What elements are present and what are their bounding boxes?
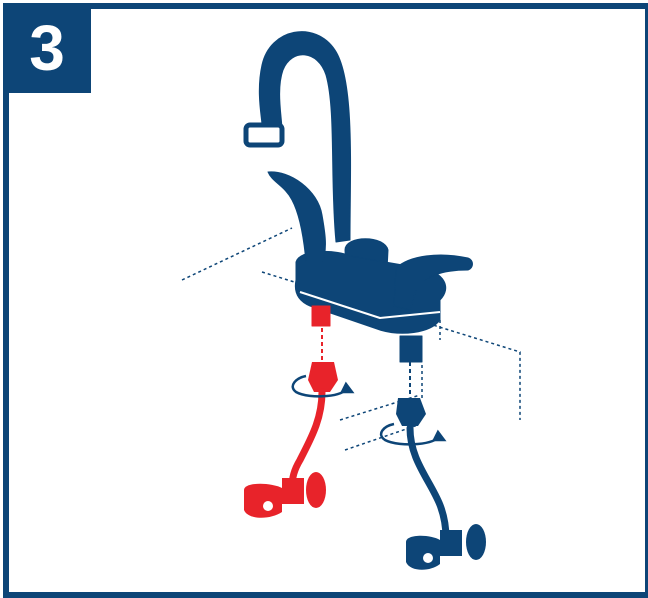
shutoff-valve-icon [406,524,486,570]
cold-supply-line-icon [396,362,446,538]
hot-supply-line-icon [292,328,338,488]
faucet-icon [246,32,473,362]
shutoff-valve-icon [244,472,326,518]
